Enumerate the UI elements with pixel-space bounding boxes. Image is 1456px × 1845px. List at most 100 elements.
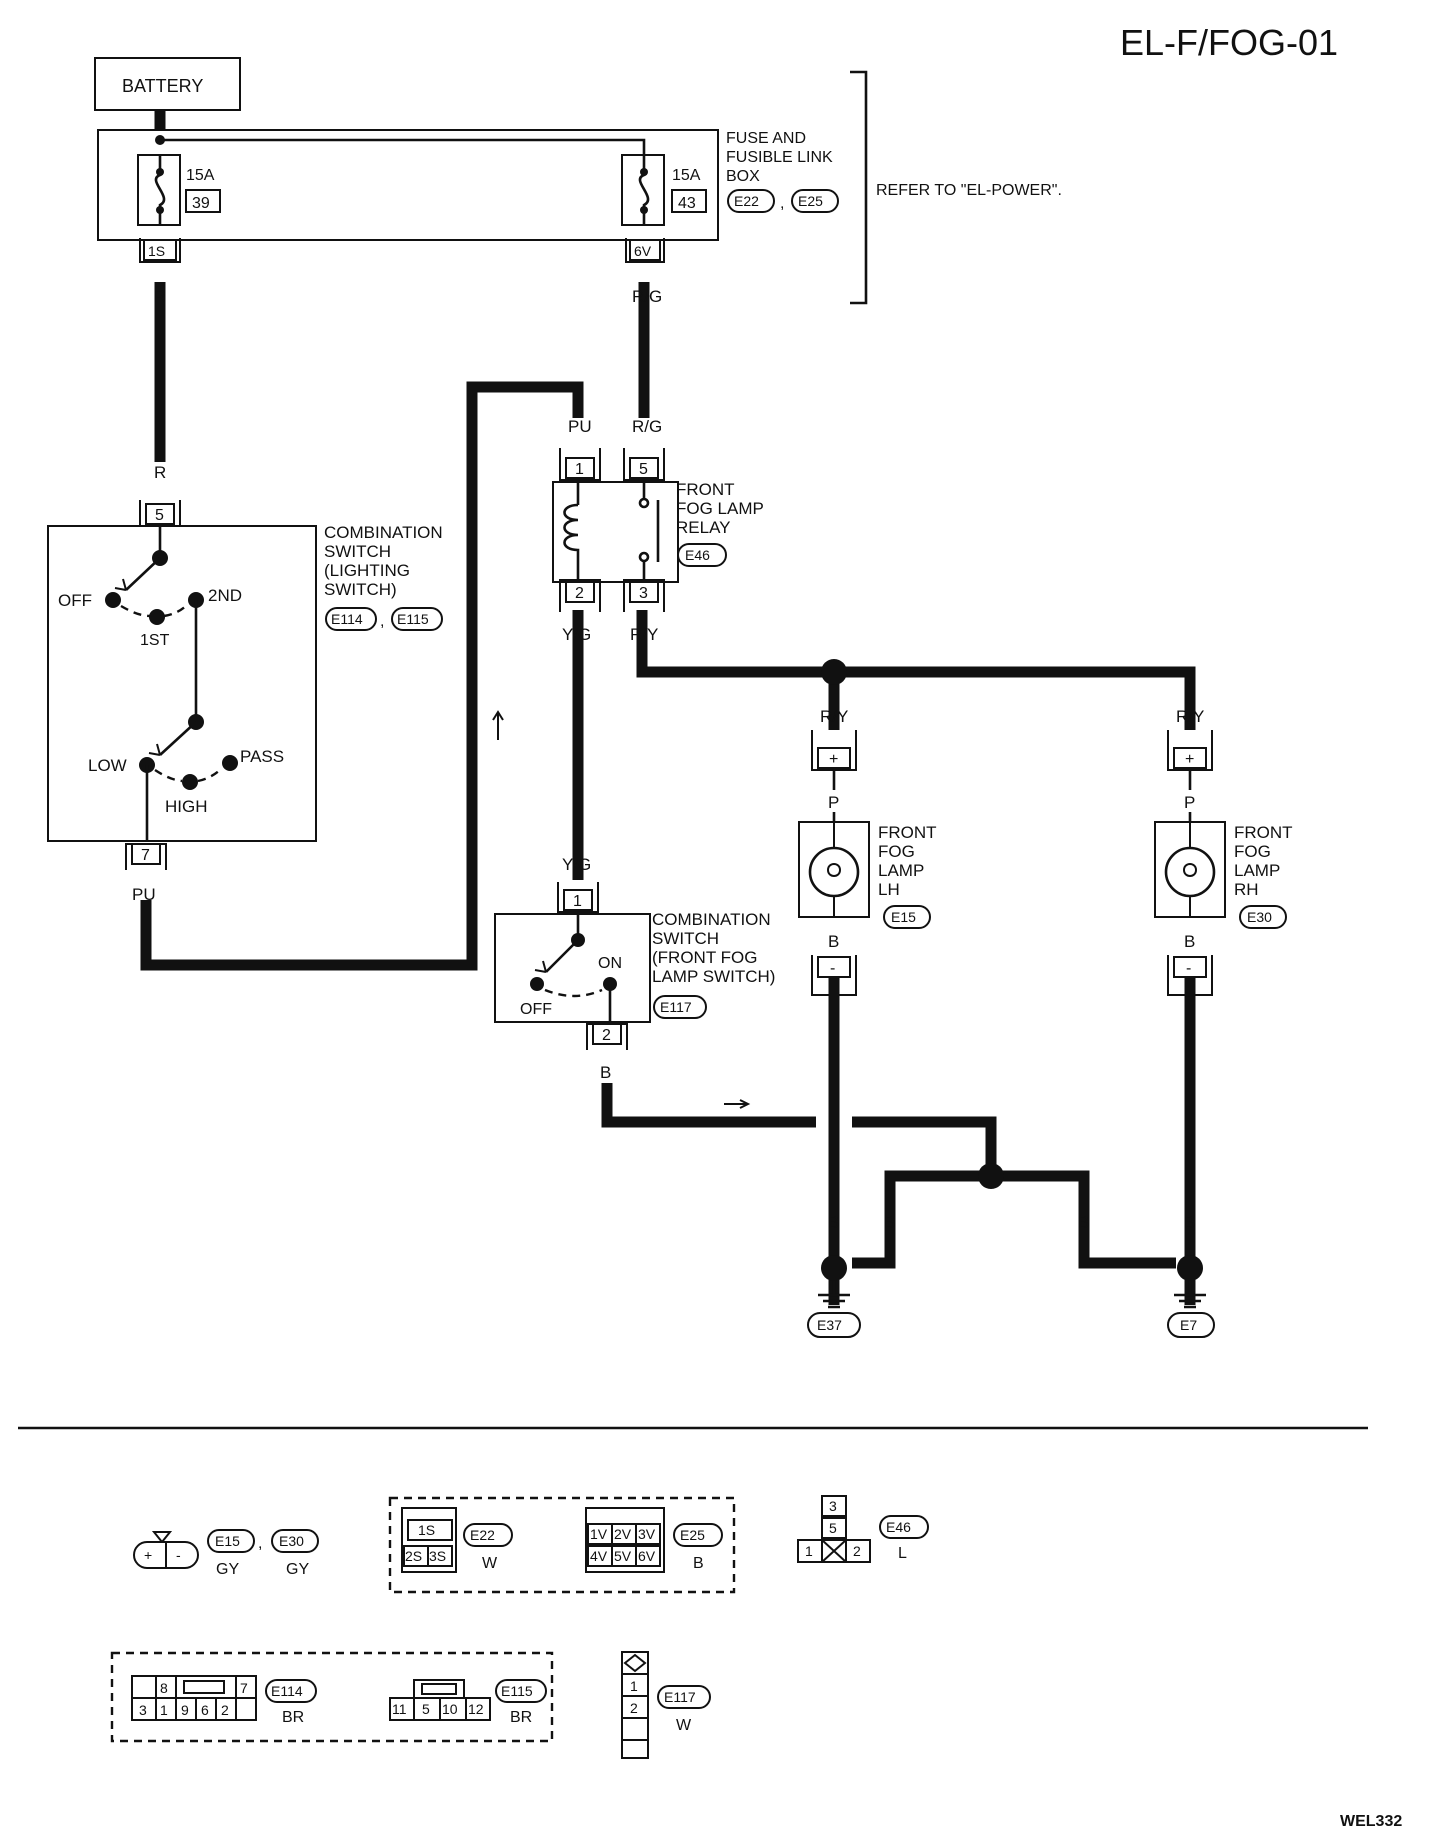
wire-label-pu-2: PU [132,885,156,904]
svg-text:11: 11 [392,1701,407,1717]
svg-text:5: 5 [422,1701,430,1717]
svg-text:E25: E25 [680,1527,705,1543]
fog-switch-label-4: LAMP SWITCH) [652,967,775,986]
svg-text:1: 1 [805,1543,813,1559]
fog-switch-pin-2: 2 [602,1027,611,1044]
svg-text:6V: 6V [638,1548,656,1564]
fog-switch-pos-off: OFF [520,1001,552,1018]
svg-text:E15: E15 [215,1533,240,1549]
relay-pin-3: 3 [639,585,648,602]
lighting-conn-e114: E114 [331,611,363,627]
lighting-pin-7: 7 [141,847,150,864]
lamp-rh-label-1: FRONT [1234,823,1293,842]
lighting-label-2: SWITCH [324,542,391,561]
fuse-43-number: 43 [678,195,696,212]
lighting-pos-2nd: 2ND [208,586,242,605]
lamp-lh-label-3: LAMP [878,861,924,880]
svg-text:E115: E115 [501,1683,533,1699]
svg-text:3S: 3S [429,1548,446,1564]
wire-b-right-ground [991,1170,1176,1269]
lamp-lh-minus: - [830,960,835,977]
svg-text:,: , [380,613,384,630]
svg-text:,: , [780,195,784,212]
wire-label-ry-1: R/Y [630,625,658,644]
wire-label-rg-2: R/G [632,417,662,436]
fog-switch-connector: E117 [660,999,692,1015]
splice-ground [978,1163,1004,1189]
connector-view-e115: 11 5 10 12 E115 BR [389,1679,547,1726]
svg-text:W: W [676,1717,692,1734]
wire-label-p-rh: P [1184,793,1195,812]
svg-text:10: 10 [442,1701,458,1717]
wire-label-b-rh-2: B [1184,1213,1195,1232]
fuse-box-conn-e25: E25 [798,193,823,209]
svg-text:3: 3 [829,1498,837,1514]
svg-text:1V: 1V [590,1526,608,1542]
terminal-6v: 6V [634,243,652,259]
fog-switch-label-2: SWITCH [652,929,719,948]
lighting-conn-e115: E115 [397,611,429,627]
wire-label-yg-2: Y/G [562,855,591,874]
svg-text:5V: 5V [614,1548,632,1564]
wire-label-b-splice-l: B [884,1213,895,1232]
svg-text:+: + [144,1547,152,1563]
svg-text:2S: 2S [405,1548,422,1564]
wire-ry [636,610,1196,730]
lighting-pos-pass: PASS [240,747,284,766]
wire-label-yg-1: Y/G [562,625,591,644]
connector-group-e22-e25 [388,1496,736,1594]
relay-pin-2: 2 [575,585,584,602]
connector-view-e22: 1S 2S 3S E22 W [401,1507,513,1573]
wire-b-switch-b [852,1116,997,1176]
fuse-box [97,129,719,241]
relay-label-1: FRONT [676,480,735,499]
flow-arrow-up [492,710,504,740]
svg-text:6: 6 [201,1702,209,1718]
lighting-pos-low: LOW [88,756,127,775]
wire-b-switch-a [601,1083,816,1128]
lamp-lh-label-1: FRONT [878,823,937,842]
wire-label-ry-rh: R/Y [1176,707,1204,726]
svg-text:E46: E46 [886,1519,911,1535]
svg-text:1S: 1S [418,1522,435,1538]
svg-text:,: , [258,1535,262,1552]
ground-e37: E37 [817,1317,842,1333]
svg-text:BR: BR [282,1709,304,1726]
relay-coil [563,503,580,558]
lighting-pin-5: 5 [155,507,164,524]
lighting-switch-box [47,525,317,842]
connector-view-e114: 8 7 3 1 9 6 2 E114 BR [131,1675,317,1726]
page-id: EL-F/FOG-01 [1120,22,1338,63]
lamp-lh-label-4: LH [878,880,900,899]
lamp-rh-label-4: RH [1234,880,1259,899]
wire-b-left-ground [852,1170,991,1269]
wire-label-rg-1: R/G [632,287,662,306]
lighting-label-1: COMBINATION [324,523,443,542]
fuse-box-label-3: BOX [726,168,760,185]
refer-note: REFER TO "EL-POWER". [876,182,1062,199]
lamp-lh-plus: + [829,751,838,768]
fuse-bus [160,138,646,155]
svg-text:E117: E117 [664,1689,696,1705]
wire-label-r-1: R [154,287,166,306]
fog-switch-label-3: (FRONT FOG [652,948,757,967]
svg-text:L: L [898,1545,907,1562]
svg-text:2: 2 [853,1543,861,1559]
svg-text:GY: GY [286,1561,309,1578]
svg-text:9: 9 [181,1702,189,1718]
lighting-label-3: (LIGHTING [324,561,410,580]
lamp-rh-label-2: FOG [1234,842,1271,861]
ground-point-e37 [821,1255,847,1281]
wire-pu [140,381,584,971]
svg-text:3: 3 [139,1702,147,1718]
svg-text:GY: GY [216,1561,239,1578]
wire-label-b-switch: B [600,1063,611,1082]
refer-bracket [850,70,868,305]
connector-view-e25: 1V 2V 3V 4V 5V 6V E25 B [585,1507,723,1573]
svg-text:BR: BR [510,1709,532,1726]
wire-label-p-lh: P [828,793,839,812]
battery-box [94,57,241,111]
relay-label-2: FOG LAMP [676,499,764,518]
connector-group-e114-e115 [110,1651,554,1743]
